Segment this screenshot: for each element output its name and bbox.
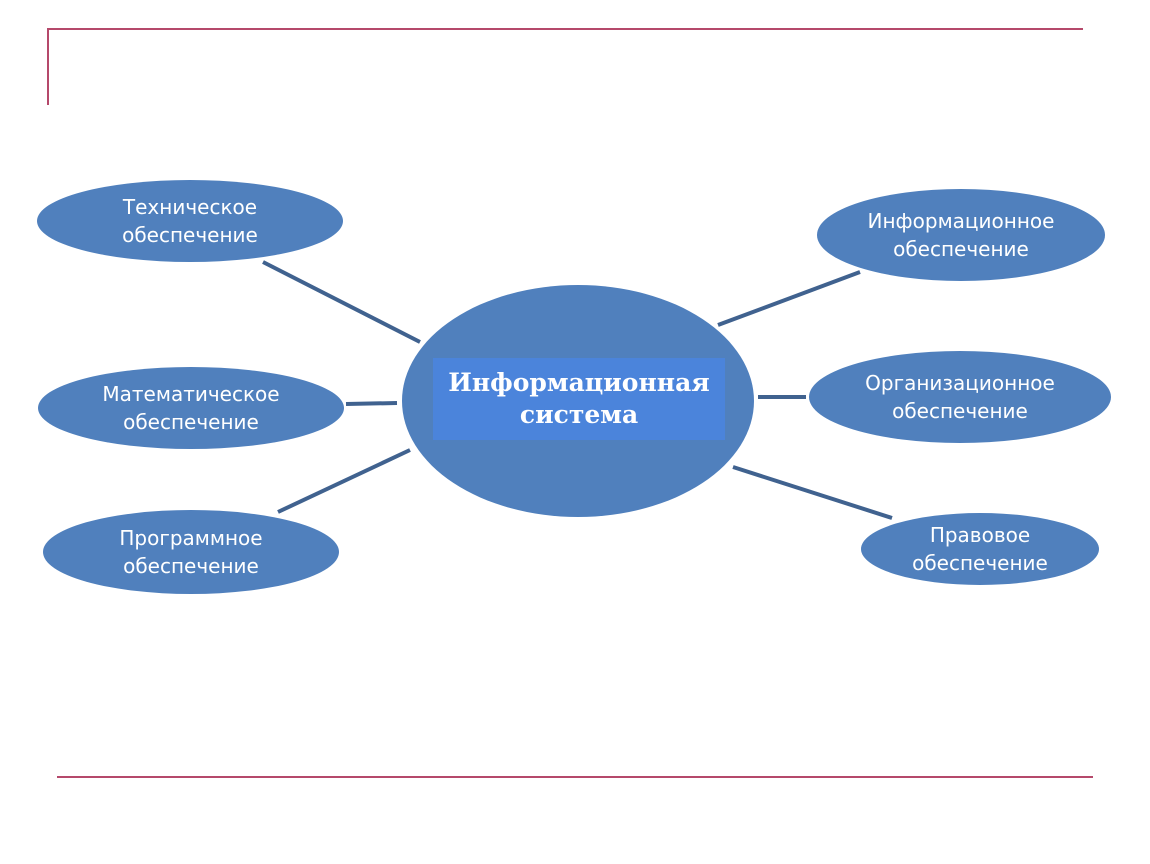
- node-org: Организационное обеспечение: [865, 371, 1055, 423]
- connector-math: [345, 401, 398, 406]
- connector-legal: [732, 465, 893, 520]
- frame-bottom-line: [57, 776, 1093, 778]
- node-ellipse-org: [809, 351, 1111, 443]
- node-tech: Техническое обеспечение: [122, 195, 258, 247]
- node-ellipse-prog: [43, 510, 339, 594]
- node-ellipse-info: [817, 189, 1105, 281]
- connector-info: [717, 270, 861, 327]
- connector-prog: [277, 448, 411, 514]
- node-prog: Программное обеспечение: [119, 526, 263, 578]
- node-legal: Правовое обеспечение: [912, 523, 1048, 575]
- frame-left-line: [47, 28, 49, 105]
- node-info: Информационное обеспечение: [867, 209, 1055, 261]
- center-label: Информационная система: [433, 358, 725, 440]
- node-math: Математическое обеспечение: [102, 382, 280, 434]
- frame-top-line: [47, 28, 1083, 30]
- node-ellipse-math: [38, 367, 344, 449]
- node-ellipse-legal: [861, 513, 1099, 585]
- node-ellipse-tech: [37, 180, 343, 262]
- connector-tech: [262, 260, 421, 344]
